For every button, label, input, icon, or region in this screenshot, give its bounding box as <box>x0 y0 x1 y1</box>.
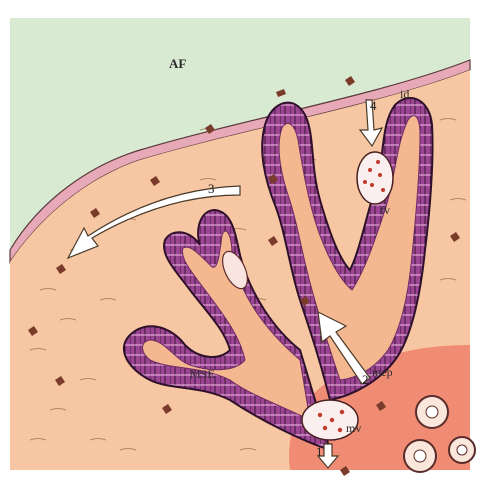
arrow-3-number: 3 <box>208 181 215 196</box>
label-af: AF <box>169 56 186 71</box>
fetal-vessel <box>357 152 393 204</box>
label-id: id <box>400 87 409 101</box>
label-mv: mv <box>346 421 361 435</box>
arrow-2-number: 2 <box>362 372 369 387</box>
label-fv: fv <box>380 203 390 217</box>
arrow-4-number: 4 <box>370 98 377 113</box>
label-mse: MSE <box>190 367 215 381</box>
label-mep: mep <box>372 365 393 379</box>
arrow-1-number: 1 <box>316 444 323 459</box>
